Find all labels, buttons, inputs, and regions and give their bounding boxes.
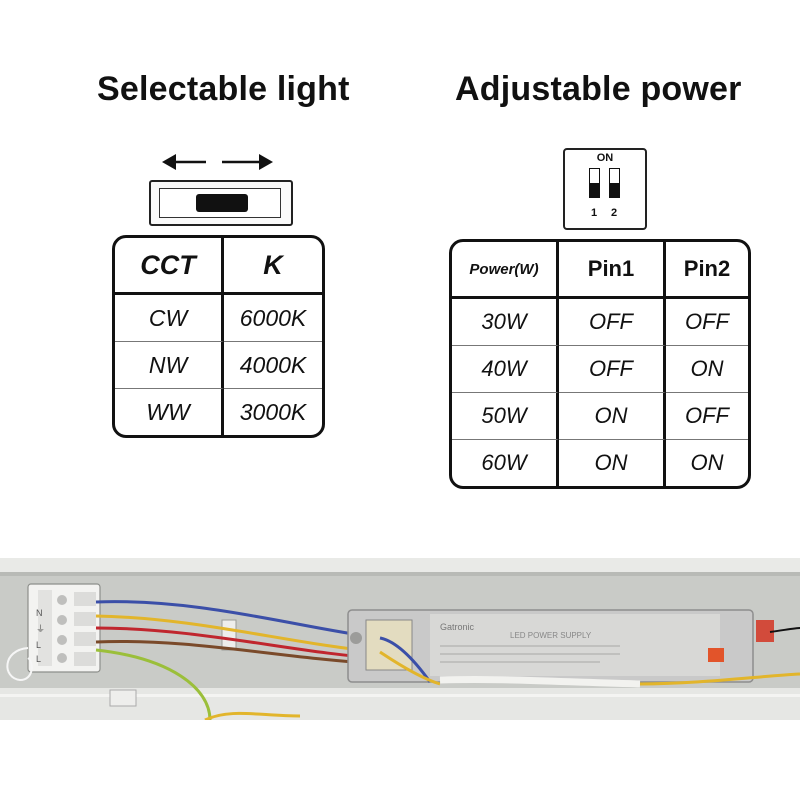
pin2-cell: ON bbox=[666, 345, 748, 392]
table-row: 60W ON ON bbox=[452, 439, 748, 486]
pin2-cell: OFF bbox=[666, 392, 748, 439]
table-row: WW 3000K bbox=[115, 388, 322, 435]
dip-slot-2 bbox=[609, 168, 620, 198]
dip-switch: ON 1 2 bbox=[563, 148, 647, 230]
table-row: 30W OFF OFF bbox=[452, 299, 748, 345]
header-k: K bbox=[224, 238, 322, 295]
table-row: 40W OFF ON bbox=[452, 345, 748, 392]
left-right-arrows-icon bbox=[162, 154, 273, 170]
switch-track bbox=[159, 188, 281, 218]
header-pin1: Pin1 bbox=[559, 242, 666, 299]
pin1-cell: OFF bbox=[559, 345, 666, 392]
pin2-cell: ON bbox=[666, 439, 748, 486]
table-row: 50W ON OFF bbox=[452, 392, 748, 439]
dip-pin-label-1: 1 bbox=[591, 207, 598, 219]
power-cell: 50W bbox=[452, 392, 559, 439]
terminal-label-l2: L bbox=[36, 654, 41, 664]
led-driver: Gatronic LED POWER SUPPLY bbox=[347, 609, 774, 683]
table-row: NW 4000K bbox=[115, 341, 322, 388]
driver-label: LED POWER SUPPLY bbox=[510, 631, 592, 640]
dip-pin-label-2: 2 bbox=[611, 207, 618, 219]
table-header-row: CCT K bbox=[115, 238, 322, 295]
power-table: Power(W) Pin1 Pin2 30W OFF OFF 40W OFF O… bbox=[449, 239, 751, 489]
adjustable-power-heading: Adjustable power bbox=[455, 70, 742, 108]
switch-knob bbox=[196, 194, 248, 212]
cct-table: CCT K CW 6000K NW 4000K WW 3000K bbox=[112, 235, 325, 438]
table-header-row: Power(W) Pin1 Pin2 bbox=[452, 242, 748, 299]
driver-brand: Gatronic bbox=[440, 622, 475, 632]
pin1-cell: ON bbox=[559, 392, 666, 439]
cct-cell: NW bbox=[115, 341, 224, 388]
power-cell: 40W bbox=[452, 345, 559, 392]
pin2-cell: OFF bbox=[685, 309, 729, 334]
table-row: CW 6000K bbox=[115, 295, 322, 341]
terminal-label-l1: L bbox=[36, 640, 41, 650]
pin1-cell: ON bbox=[559, 439, 666, 486]
terminal-block: N ⏚ L L bbox=[27, 583, 101, 673]
power-cell: 30W bbox=[452, 299, 559, 345]
kelvin-cell: 3000K bbox=[224, 388, 322, 435]
header-cct: CCT bbox=[115, 238, 224, 295]
terminal-label-n: N bbox=[36, 608, 43, 618]
cct-cell: CW bbox=[115, 295, 224, 341]
power-dip-switch bbox=[708, 648, 724, 662]
dip-slot-1 bbox=[589, 168, 600, 198]
dip-on-label: ON bbox=[596, 152, 614, 164]
selectable-light-heading: Selectable light bbox=[97, 70, 350, 108]
kelvin-cell: 4000K bbox=[224, 341, 322, 388]
power-cell: 60W bbox=[452, 439, 559, 486]
terminal-label-earth: ⏚ bbox=[36, 624, 45, 635]
kelvin-cell: 6000K bbox=[239, 304, 307, 331]
header-power: Power(W) bbox=[452, 242, 559, 299]
cct-cell: WW bbox=[115, 388, 224, 435]
fixture-photo: N ⏚ L L Gatronic LED POWER SUPPLY bbox=[0, 558, 800, 720]
cct-slide-switch bbox=[149, 180, 293, 226]
pin1-cell: OFF bbox=[559, 299, 666, 345]
header-pin2: Pin2 bbox=[666, 242, 748, 299]
